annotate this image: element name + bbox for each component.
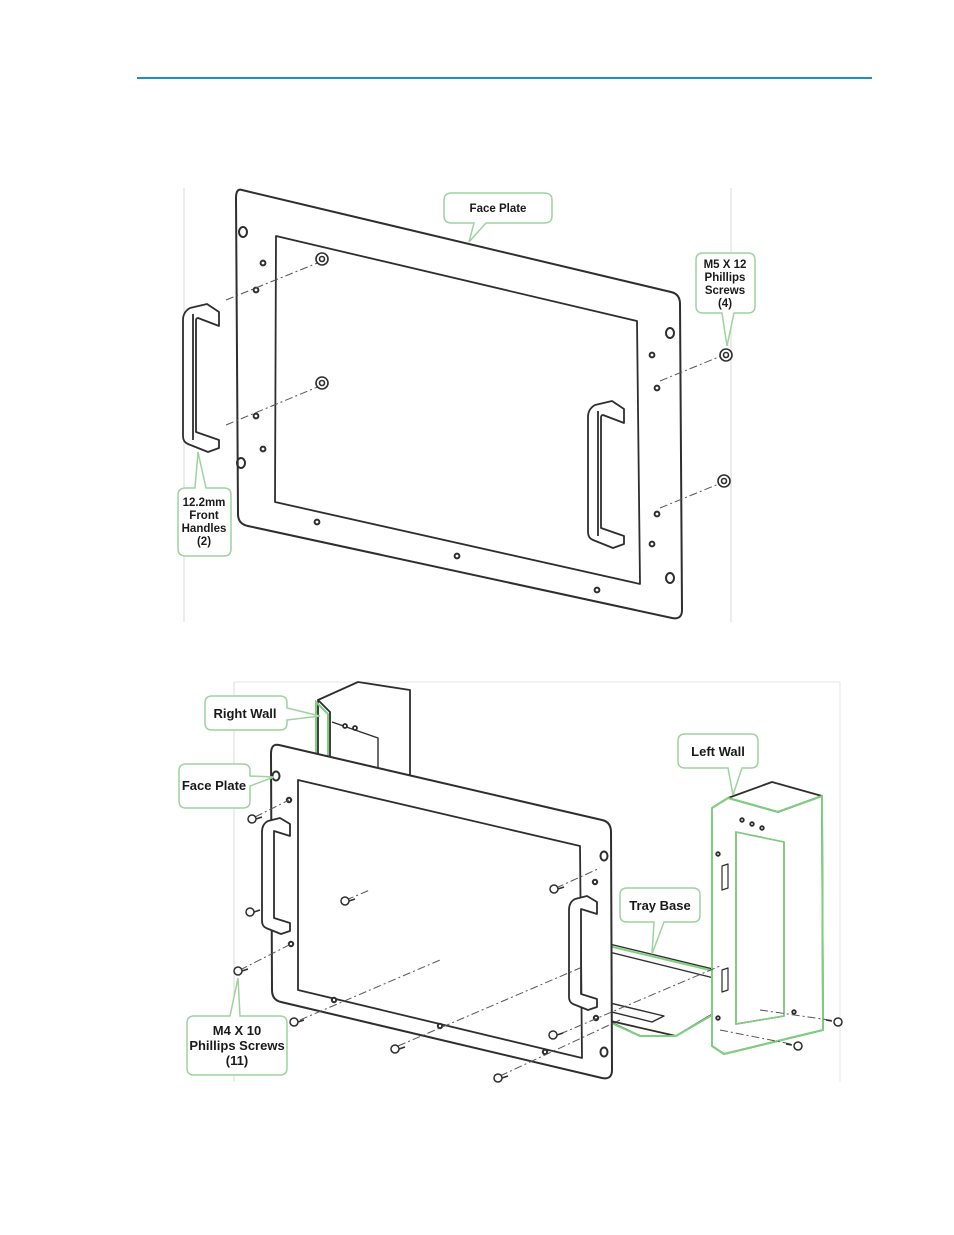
callout-front-handles: 12.2mm Front Handles (2) bbox=[178, 452, 231, 556]
screw-icon bbox=[494, 1074, 508, 1082]
left-wall bbox=[712, 782, 823, 1054]
callout-right-wall: Right Wall bbox=[205, 696, 320, 730]
callout-handles-line-4: (2) bbox=[197, 536, 211, 548]
callout-right-wall-label: Right Wall bbox=[213, 706, 276, 721]
screw-icon bbox=[316, 377, 328, 389]
callout-m5-screws-line-2: Phillips bbox=[705, 272, 746, 284]
screw-icon bbox=[720, 349, 732, 361]
callout-m5-screws-line-1: M5 X 12 bbox=[704, 259, 747, 271]
callout-m4-screws-line-2: Phillips Screws bbox=[189, 1038, 284, 1053]
screw-icon bbox=[316, 253, 328, 265]
callout-face-plate-label: Face Plate bbox=[470, 203, 527, 215]
screw-icon bbox=[826, 1018, 842, 1026]
callout-handles-line-1: 12.2mm bbox=[183, 497, 226, 509]
screw-icon bbox=[391, 1045, 405, 1053]
callout-face-plate-label-2: Face Plate bbox=[182, 778, 246, 793]
callout-face-plate: Face Plate bbox=[444, 193, 552, 242]
screw-icon bbox=[248, 815, 262, 823]
screw-icon bbox=[234, 967, 248, 975]
callout-face-plate: Face Plate bbox=[179, 764, 274, 808]
handle-icon bbox=[588, 401, 624, 548]
callout-m5-screws-line-4: (4) bbox=[718, 298, 732, 310]
callout-tray-base: Tray Base bbox=[620, 888, 700, 954]
diagram-tray-assembly: Right Wall Face Plate Left Wall Tray Bas… bbox=[0, 640, 954, 1110]
callout-handles-line-2: Front bbox=[189, 510, 219, 522]
callout-m4-screws-line-1: M4 X 10 bbox=[213, 1023, 261, 1038]
diagram-faceplate-assembly: Face Plate M5 X 12 Phillips Screws (4) 1… bbox=[0, 0, 954, 640]
face-plate bbox=[271, 745, 612, 1079]
screw-icon bbox=[718, 475, 730, 487]
callout-tray-base-label: Tray Base bbox=[629, 898, 690, 913]
callout-left-wall: Left Wall bbox=[678, 734, 758, 795]
callout-m4-screws-line-3: (11) bbox=[226, 1053, 248, 1068]
screw-icon bbox=[246, 908, 260, 916]
callout-m5-screws-line-3: Screws bbox=[705, 285, 745, 297]
callout-m5-screws: M5 X 12 Phillips Screws (4) bbox=[696, 253, 755, 346]
callout-left-wall-label: Left Wall bbox=[691, 744, 745, 759]
callout-handles-line-3: Handles bbox=[182, 523, 227, 535]
handle-icon bbox=[183, 304, 219, 452]
